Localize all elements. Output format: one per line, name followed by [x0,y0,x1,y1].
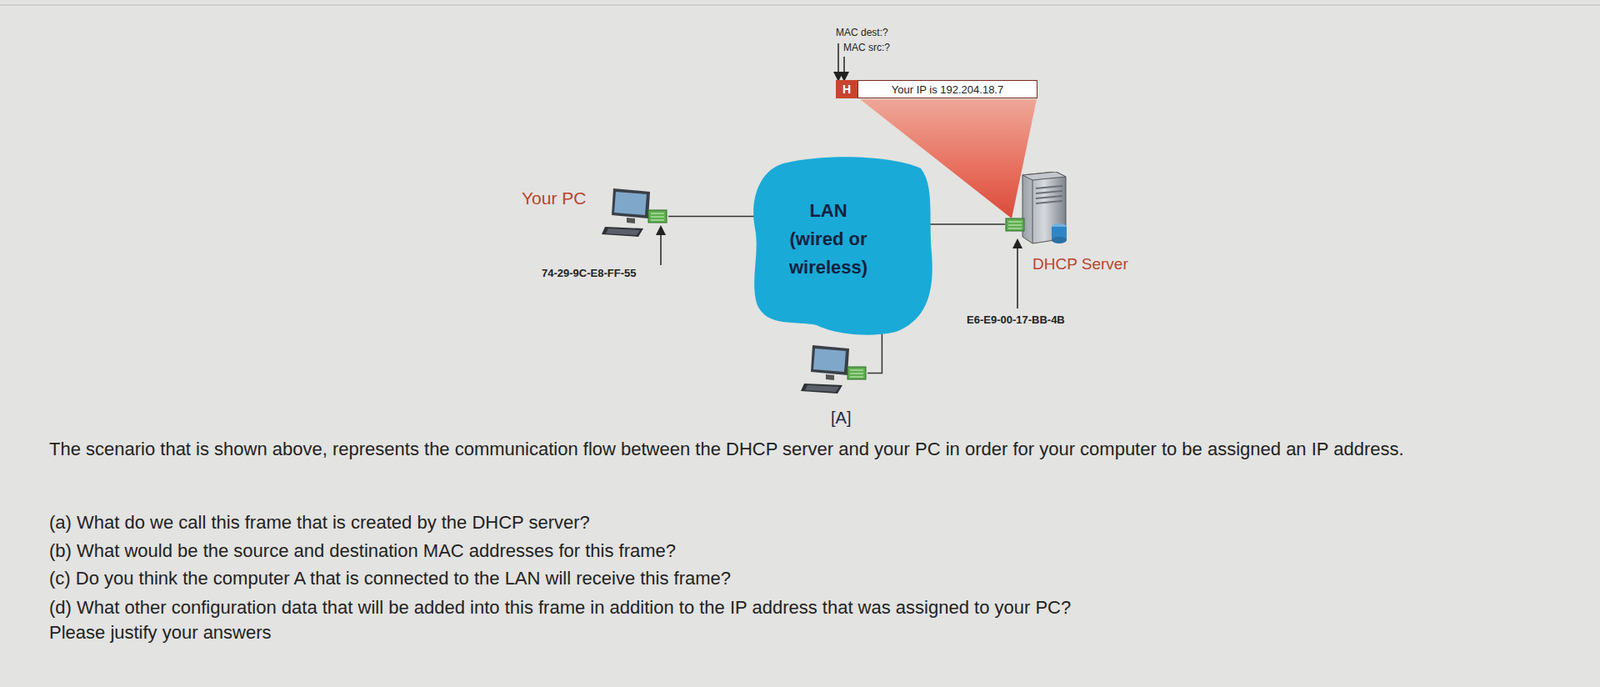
lan-cloud-node: LAN (wired or wireless) [750,153,934,339]
mac-address: E6-E9-00-17-BB-4B [966,313,1065,326]
device-label: DHCP Server [1032,255,1129,274]
question-text: The scenario that is shown above, repres… [49,439,1575,460]
mac-address: 74-29-9C-E8-FF-55 [541,266,636,280]
network-link [926,223,1005,225]
page-edge [0,4,1600,6]
leader-arrow [660,230,662,265]
pc-node: Your PC [601,185,669,242]
leader-arrow [1016,243,1019,309]
pc-icon [601,185,669,242]
frame-text: H [842,82,851,96]
server-node: DHCP Server [1004,171,1073,247]
question-text: (c) Do you think the computer A that is … [49,567,731,590]
question-text: (d) What other configuration data that w… [49,596,1071,619]
network-link [867,330,882,373]
server-icon [1004,171,1073,247]
pc-node: [A] [800,341,868,399]
pc-icon [800,341,868,399]
mac-field-label: MAC src:? [843,41,890,54]
device-label: [A] [830,408,851,428]
question-text: Please justify your answers [49,621,272,644]
question-text: (b) What would be the source and destina… [49,540,676,562]
question-text: (a) What do we call this frame that is c… [49,511,590,534]
frame-text: Your IP is 192.204.18.7 [891,83,1004,96]
leader-arrow [843,56,845,77]
cloud-label: LAN (wired or wireless) [783,196,874,282]
frame-payload: Your IP is 192.204.18.7 [857,80,1038,99]
leader-arrow [837,43,840,77]
network-link [668,215,757,218]
mac-field-label: MAC dest:? [835,26,889,39]
device-label: Your PC [521,188,586,209]
frame-header: H [835,80,858,99]
